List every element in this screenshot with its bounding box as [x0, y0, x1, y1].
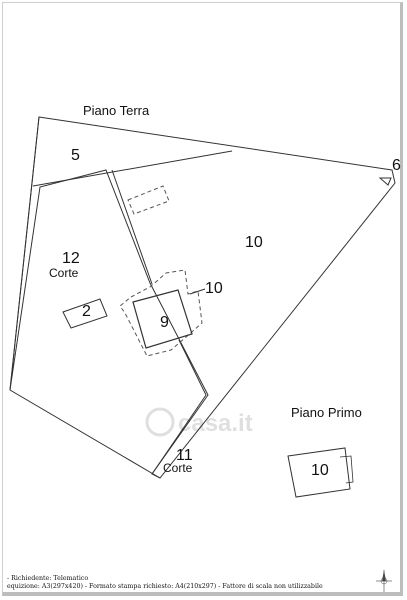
- building-9: [132, 289, 193, 349]
- piano-primo-title: Piano Primo: [291, 405, 362, 420]
- watermark-logo-ring: [145, 407, 175, 437]
- piano-terra-title: Piano Terra: [83, 103, 150, 118]
- parcel-2: [62, 298, 108, 329]
- north-compass-icon: [376, 570, 392, 592]
- first-floor-unit-10-detail: [339, 455, 354, 484]
- parcel-label-12-corte: Corte: [49, 266, 79, 280]
- dashed-outbuilding: [127, 185, 170, 215]
- corner-6-marker: [378, 177, 392, 186]
- parcel-label-5: 5: [71, 147, 80, 164]
- parcel-label-11-corte: Corte: [163, 461, 193, 475]
- west-edge: [9, 116, 161, 479]
- parcel-label-2: 2: [82, 303, 91, 320]
- parcel-label-11: 11: [176, 447, 193, 464]
- first-floor-label-10: 10: [311, 462, 329, 479]
- parcel-label-6: 6: [392, 157, 401, 174]
- parcel-label-12: 12: [62, 250, 80, 267]
- first-floor-unit-10: [287, 447, 351, 498]
- building-9-connector: [189, 288, 206, 295]
- parcel-label-9: 9: [160, 314, 169, 331]
- courtyard-11-divider: [151, 339, 207, 475]
- interior-divider: [111, 169, 153, 285]
- dashed-building-outline: [119, 269, 203, 357]
- watermark: casa.it: [145, 407, 253, 437]
- parcel-label-10-main: 10: [245, 234, 263, 251]
- watermark-text: casa.it: [178, 410, 253, 437]
- parcel-5-divider: [32, 150, 233, 187]
- main-boundary: [9, 116, 396, 479]
- footer-format: equizione: A3(297x420) - Formato stampa …: [7, 583, 323, 590]
- footer-requester: - Richiedente: Telematico: [7, 575, 89, 582]
- sheet-frame: [2, 2, 403, 596]
- parcel-label-10-small: 10: [205, 280, 223, 297]
